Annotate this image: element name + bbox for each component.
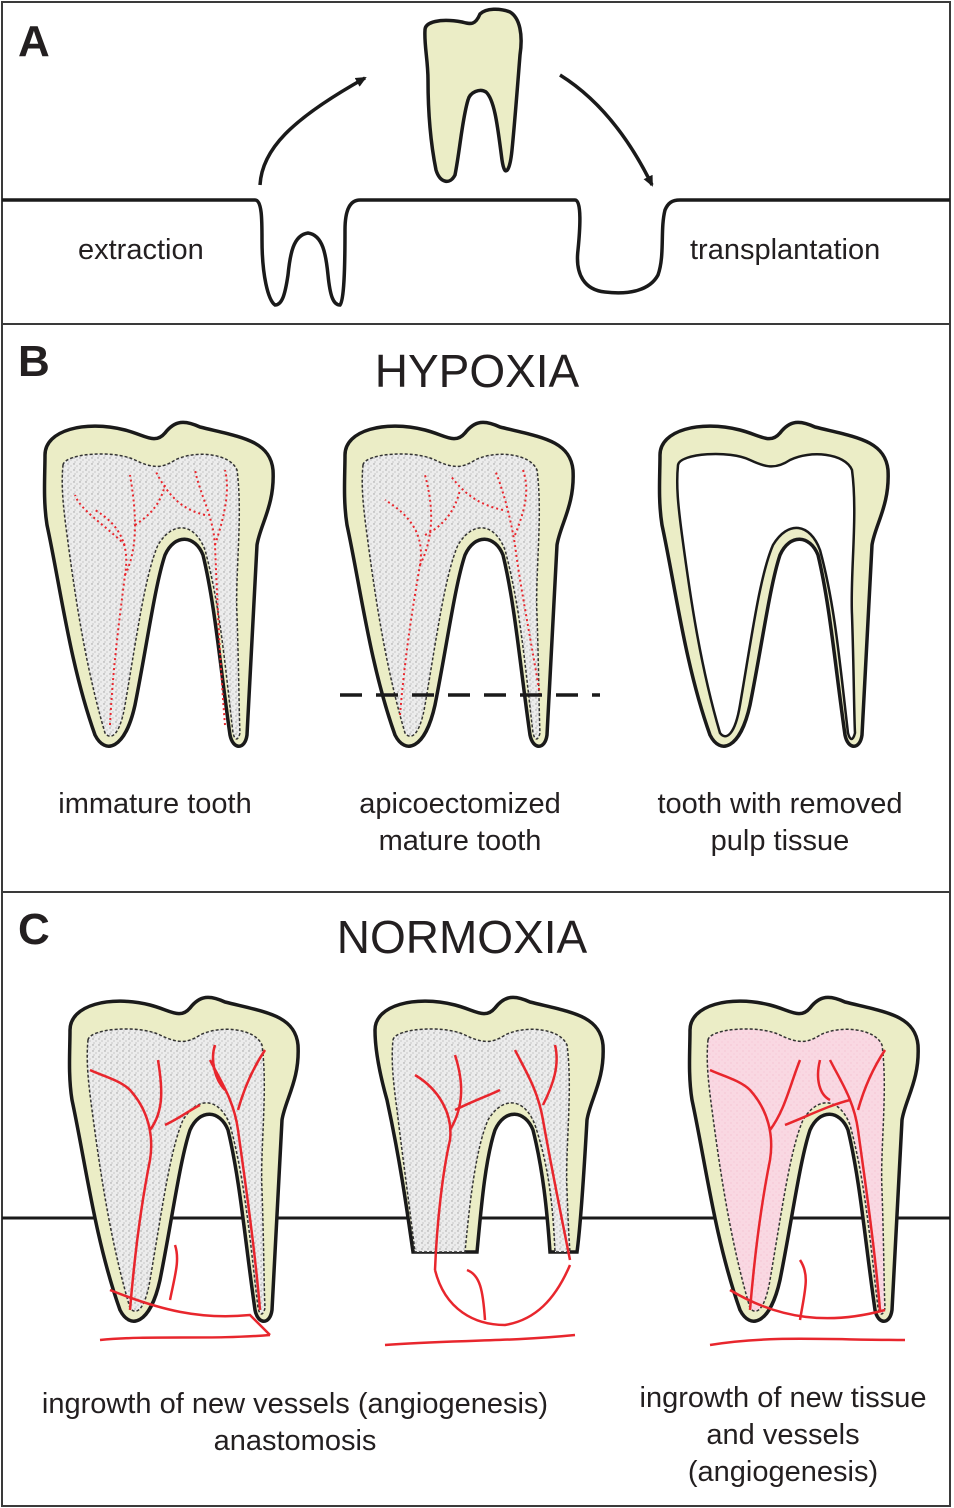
label-extraction: extraction <box>78 234 204 266</box>
arrow-up <box>258 76 367 186</box>
panel-letter-b: B <box>18 337 50 386</box>
caption-angiogenesis: ingrowth of new vessels (angiogenesis) a… <box>41 1388 549 1457</box>
panel-a-drawing <box>2 7 950 307</box>
immature-tooth <box>42 420 275 748</box>
vessels-dotted <box>74 469 228 726</box>
normoxia-title: NORMOXIA <box>336 911 588 963</box>
caption-removed-pulp: tooth with removed pulp tissue <box>657 788 903 857</box>
caption-apicoectomized: apicoectomized mature tooth <box>359 788 561 857</box>
caption-new-tissue: ingrowth of new tissue and vessels (angi… <box>639 1382 927 1488</box>
vessels-solid <box>89 1044 271 1342</box>
apicoectomized-tooth <box>340 420 600 748</box>
vessels-solid <box>709 1049 906 1347</box>
hypoxia-title: HYPOXIA <box>374 345 580 397</box>
panel-b <box>1 323 951 893</box>
tooth-removed-pulp <box>657 420 890 748</box>
arrow-down <box>559 73 654 187</box>
caption-immature-tooth: immature tooth <box>58 788 252 820</box>
extraction-socket-line <box>2 198 950 307</box>
normoxia-tooth-1 <box>67 995 300 1342</box>
vessels-dotted <box>384 469 541 716</box>
normoxia-tooth-3 <box>687 995 920 1347</box>
panel-letter-a: A <box>18 17 50 66</box>
label-transplantation: transplantation <box>690 234 881 266</box>
vessels-solid <box>384 1044 576 1347</box>
panel-letter-c: C <box>18 905 50 954</box>
normoxia-tooth-2 <box>373 995 605 1347</box>
extracted-tooth <box>423 7 523 183</box>
